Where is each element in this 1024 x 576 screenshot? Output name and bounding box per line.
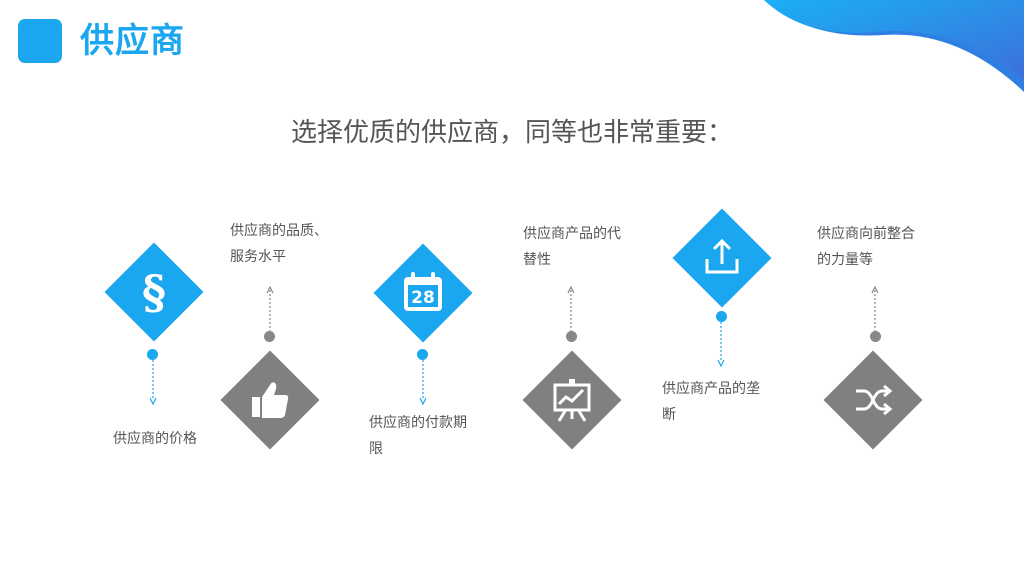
presentation-chart-icon	[545, 373, 599, 427]
thumbs-up-icon	[243, 373, 297, 427]
item-label-6: 供应商向前整合 的力量等	[817, 226, 915, 268]
arrow-down-3	[418, 360, 428, 405]
connector-dot-3	[417, 349, 428, 360]
item-label-5: 供应商产品的垄 断	[662, 381, 760, 423]
connector-dot-5	[716, 311, 727, 322]
item-label-4: 供应商产品的代 替性	[523, 226, 621, 268]
connector-dot-4	[566, 331, 577, 342]
page-title: 供应商	[80, 21, 185, 61]
shuffle-icon	[846, 373, 900, 427]
calendar-icon: 28	[396, 266, 450, 320]
connector-dot-6	[870, 331, 881, 342]
arrow-down-1	[148, 360, 158, 405]
arrow-up-4	[566, 286, 576, 331]
upload-icon	[695, 231, 749, 285]
section-sign-icon: §	[141, 265, 167, 319]
arrow-up-2	[265, 286, 275, 331]
connector-dot-1	[147, 349, 158, 360]
item-label-1: 供应商的价格	[113, 431, 197, 447]
connector-dot-2	[264, 331, 275, 342]
svg-text:28: 28	[411, 288, 435, 308]
item-label-3: 供应商的付款期 限	[369, 415, 467, 457]
decorative-blob	[764, 0, 1024, 92]
arrow-down-5	[716, 322, 726, 367]
arrow-up-6	[870, 286, 880, 331]
subtitle: 选择优质的供应商，同等也非常重要：	[290, 118, 733, 148]
item-label-2: 供应商的品质、 服务水平	[230, 223, 328, 265]
header-accent-square	[18, 19, 62, 63]
